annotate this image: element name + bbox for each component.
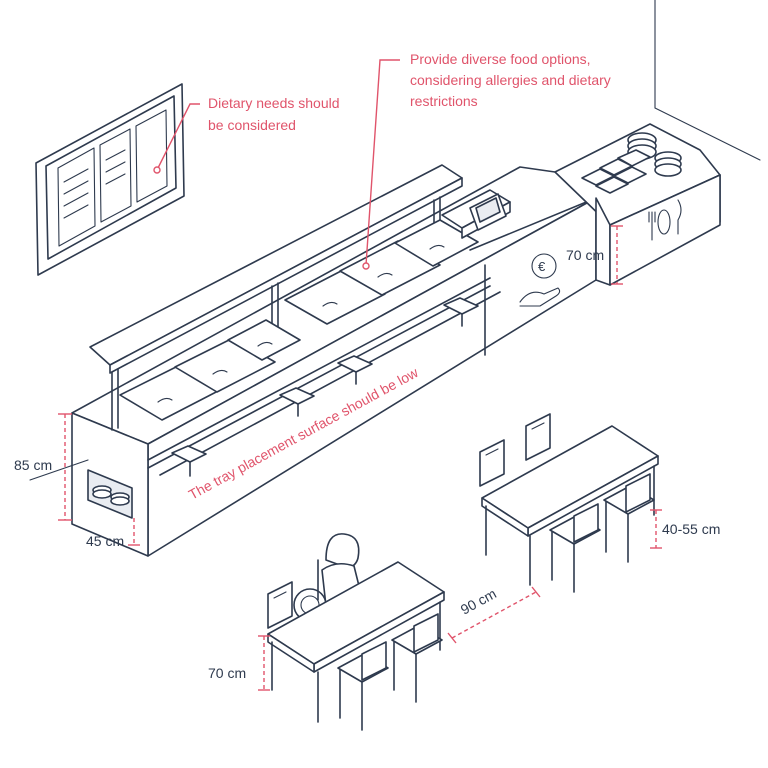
- dim-counter-height-label: 85 cm: [14, 457, 52, 473]
- annotation-food-options: Provide diverse food options, considerin…: [362, 51, 611, 270]
- tray-rail: [147, 277, 501, 477]
- room-corner: [654, 0, 761, 161]
- dim-aisle-width-label: 90 cm: [458, 585, 499, 617]
- food-options-line-1: Provide diverse food options,: [410, 51, 591, 67]
- dim-counter-depth: 45 cm: [86, 518, 140, 549]
- dietary-needs-line-1: Dietary needs should: [208, 95, 340, 111]
- dim-payment-height: 70 cm: [566, 225, 623, 285]
- annotation-dietary-needs: Dietary needs should be considered: [153, 95, 340, 174]
- dim-table-height: 70 cm: [208, 635, 270, 691]
- dietary-needs-line-2: be considered: [208, 117, 296, 133]
- table-back: [479, 413, 659, 593]
- dim-table-height-label: 70 cm: [208, 665, 246, 681]
- svg-text:€: €: [538, 259, 546, 274]
- cutlery-plate-icon: [648, 199, 682, 241]
- menu-board: [35, 83, 185, 276]
- plate-stacks: [627, 132, 682, 177]
- food-options-line-3: restrictions: [410, 93, 478, 109]
- dim-counter-depth-label: 45 cm: [86, 533, 124, 549]
- dim-table-clearance: 40-55 cm: [650, 509, 720, 549]
- food-trays: [119, 219, 479, 421]
- food-tray-3: [227, 319, 301, 361]
- dim-counter-height: 85 cm: [14, 413, 89, 521]
- dim-payment-height-label: 70 cm: [566, 247, 604, 263]
- dim-aisle-width: 90 cm: [447, 585, 541, 644]
- cutlery-trays: [581, 149, 651, 194]
- euro-payment-icon: €: [519, 253, 561, 307]
- table-front: [267, 533, 445, 731]
- cash-register-icon: [441, 189, 511, 239]
- food-options-line-2: considering allergies and dietary: [410, 72, 611, 88]
- food-tray-6: [394, 219, 479, 267]
- dim-table-clearance-label: 40-55 cm: [662, 521, 720, 537]
